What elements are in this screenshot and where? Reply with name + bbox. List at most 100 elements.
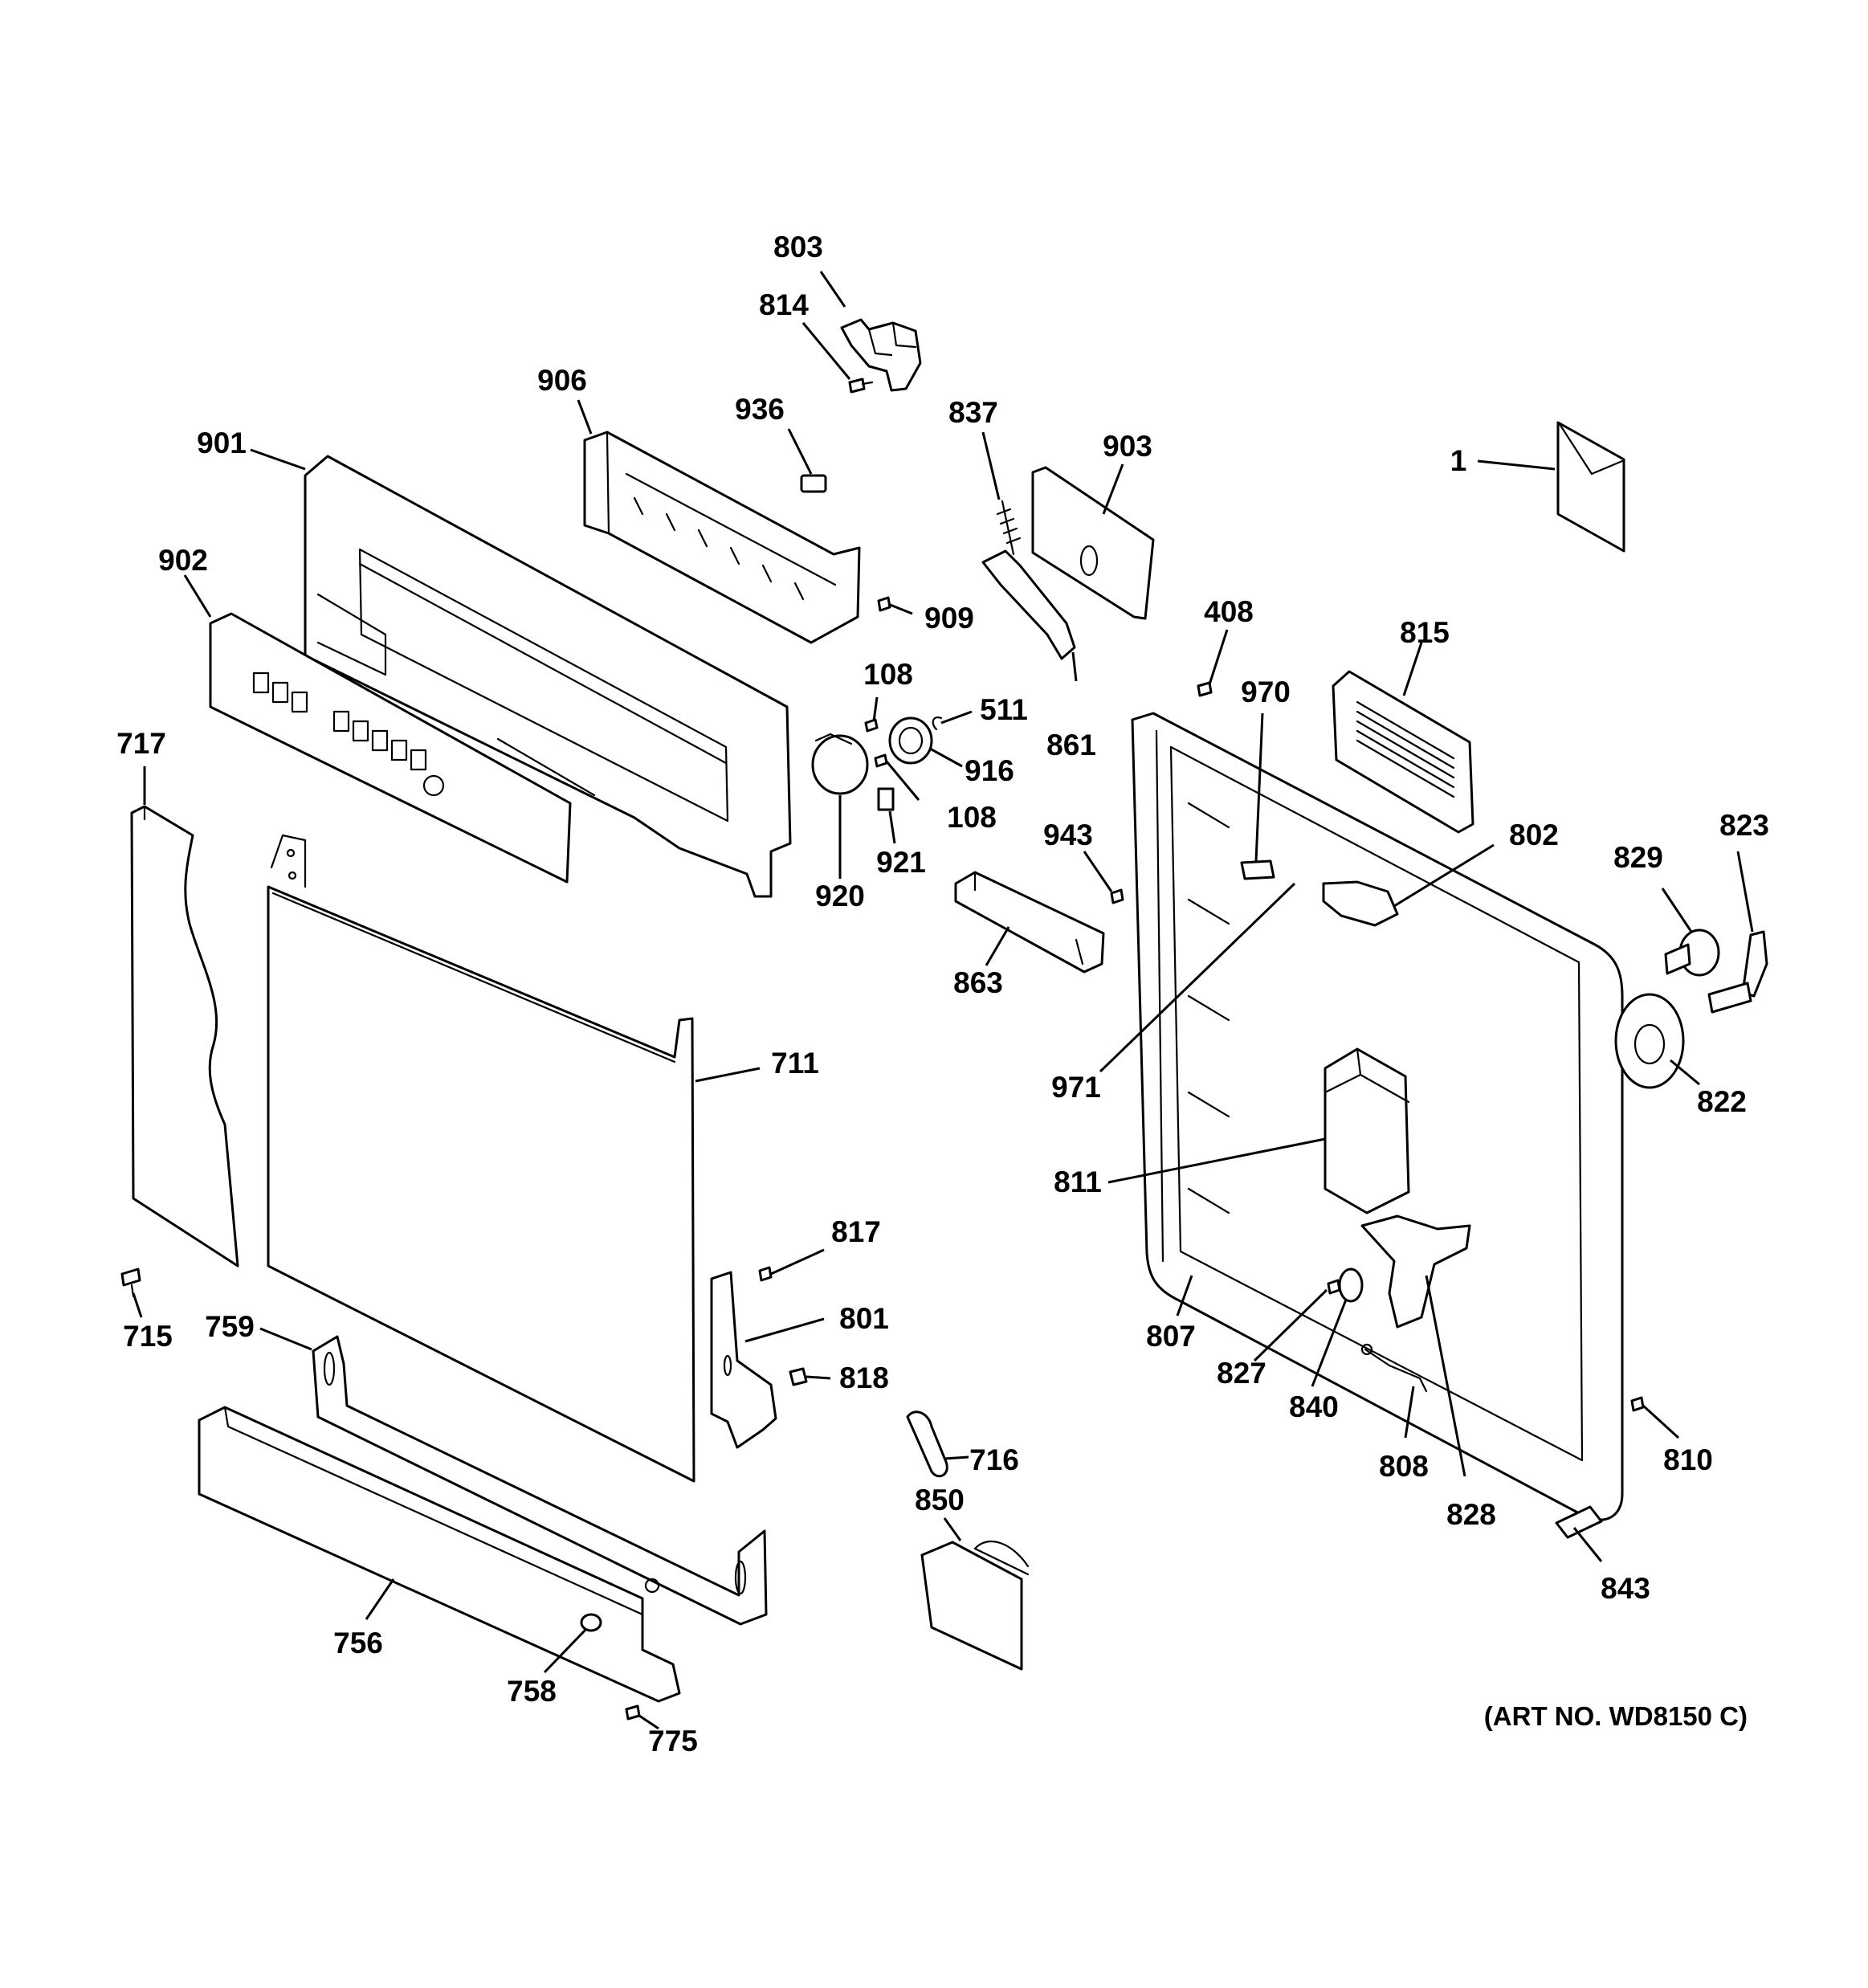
art-number-label: (ART NO. WD8150 C) <box>1484 1701 1748 1731</box>
part-810-screw <box>1630 1396 1645 1412</box>
callout-716: 716 <box>969 1443 1019 1476</box>
leader-828 <box>1425 1275 1466 1477</box>
leader-903 <box>1102 463 1124 515</box>
callout-801: 801 <box>839 1302 889 1335</box>
part-823-hinge-arm <box>1707 930 1768 1014</box>
callout-labels: 803 814 906 936 837 903 1 901 902 909 40… <box>116 231 1769 1757</box>
leader-108a <box>872 696 879 722</box>
part-756-toe-kick <box>198 1406 681 1703</box>
part-903-plate <box>1031 466 1155 620</box>
callout-108a: 108 <box>863 658 913 691</box>
part-711-door-panel <box>267 834 695 1483</box>
callout-902: 902 <box>158 544 208 577</box>
leader-758 <box>543 1627 588 1674</box>
leader-715 <box>132 1292 143 1318</box>
leader-970 <box>1254 712 1264 862</box>
leader-810 <box>1642 1404 1680 1439</box>
part-970-rinse-cap <box>1240 859 1275 880</box>
part-829-hinge-pin <box>1664 929 1720 977</box>
leader-827 <box>1253 1288 1328 1362</box>
part-943-screw <box>1110 888 1124 904</box>
part-863-vent-trim <box>954 871 1105 974</box>
part-837-spring <box>996 500 1022 556</box>
part-803-bracket <box>840 318 922 392</box>
callout-822: 822 <box>1697 1085 1747 1118</box>
leader-803 <box>819 271 846 308</box>
callout-843: 843 <box>1601 1572 1650 1605</box>
callout-906: 906 <box>537 364 587 397</box>
callout-921: 921 <box>876 846 926 879</box>
callout-850: 850 <box>915 1484 965 1517</box>
part-1-literature-packet <box>1556 421 1625 553</box>
leader-802 <box>1393 843 1495 908</box>
part-801-side-bracket <box>710 1271 777 1449</box>
leader-837 <box>981 431 1001 500</box>
part-971-diverter <box>1322 880 1399 927</box>
leader-971 <box>1099 882 1296 1073</box>
callout-1: 1 <box>1450 444 1467 477</box>
leader-861 <box>1071 651 1078 682</box>
leader-901 <box>250 448 306 471</box>
leader-808 <box>1404 1386 1415 1439</box>
callout-909: 909 <box>924 602 974 635</box>
callout-808: 808 <box>1379 1450 1429 1483</box>
callout-903: 903 <box>1103 430 1152 463</box>
leader-815 <box>1402 642 1423 696</box>
part-717-insulation <box>130 805 239 1268</box>
part-715-screw <box>120 1268 141 1298</box>
part-817-screw <box>758 1266 773 1282</box>
part-828-latch-handle <box>1360 1214 1471 1329</box>
callout-759: 759 <box>205 1310 255 1343</box>
part-843-hinge-end <box>1555 1505 1603 1539</box>
leader-801 <box>744 1317 825 1343</box>
callout-802: 802 <box>1509 818 1559 851</box>
leader-843 <box>1572 1527 1603 1562</box>
callout-815: 815 <box>1400 616 1450 649</box>
callout-837: 837 <box>948 396 998 429</box>
callout-818: 818 <box>839 1361 889 1394</box>
leader-511 <box>940 710 973 725</box>
leader-936 <box>787 428 813 475</box>
callout-408: 408 <box>1204 595 1254 628</box>
part-759-toe-bracket <box>312 1335 768 1626</box>
callout-758: 758 <box>507 1675 557 1708</box>
part-909-screw <box>877 596 891 612</box>
callout-828: 828 <box>1446 1498 1496 1531</box>
part-511-clip <box>932 716 943 731</box>
leader-814 <box>801 322 851 380</box>
leader-lines <box>132 271 1754 1730</box>
part-818-clip <box>789 1367 808 1386</box>
callout-807: 807 <box>1146 1320 1196 1353</box>
callout-817: 817 <box>831 1215 881 1248</box>
callout-823: 823 <box>1719 809 1769 842</box>
callout-840: 840 <box>1289 1390 1339 1423</box>
leader-818 <box>806 1375 831 1380</box>
callout-775: 775 <box>648 1725 698 1757</box>
leader-829 <box>1661 888 1693 933</box>
part-936-connector <box>800 474 827 493</box>
part-901-console <box>304 455 792 898</box>
leader-775 <box>638 1714 659 1730</box>
callout-511: 511 <box>980 693 1028 726</box>
callout-971: 971 <box>1051 1071 1101 1104</box>
part-920-knob-hub <box>811 733 869 795</box>
leader-108b <box>885 761 920 801</box>
leader-921 <box>888 810 896 844</box>
part-108-screw-lower <box>874 753 888 768</box>
part-815-vent <box>1332 670 1474 834</box>
part-861-latch <box>981 549 1076 660</box>
leader-1 <box>1477 459 1556 471</box>
part-808-strike <box>1360 1343 1428 1393</box>
callout-810: 810 <box>1663 1443 1713 1476</box>
callout-861: 861 <box>1046 729 1096 761</box>
part-906-control-board <box>583 431 861 644</box>
leader-807 <box>1176 1275 1193 1316</box>
part-408-screw <box>1197 681 1213 697</box>
leader-902 <box>183 574 212 618</box>
part-850-shield <box>920 1541 1030 1671</box>
callout-920: 920 <box>815 880 865 912</box>
callout-811: 811 <box>1054 1165 1102 1198</box>
part-916-knob-ring <box>888 716 933 765</box>
callout-829: 829 <box>1613 841 1663 874</box>
